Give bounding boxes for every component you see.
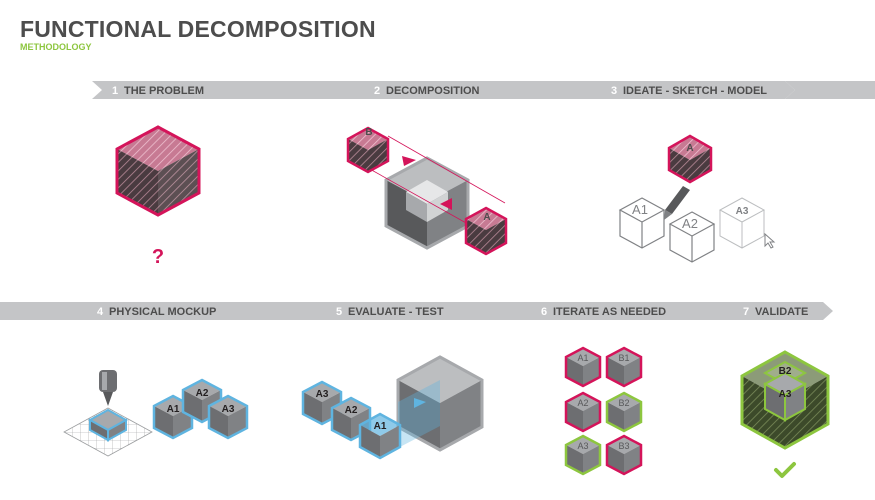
mockup-a1-label: A1: [167, 404, 180, 415]
step-5-number: 5: [336, 306, 342, 318]
step-1-number: 1: [112, 85, 118, 97]
evaluate-a2-label: A2: [345, 405, 358, 416]
iterate-block-b1: [605, 346, 643, 388]
iterate-block-b3: [605, 434, 643, 476]
iterate-a1-label: A1: [577, 353, 588, 363]
iterate-block-a2: [564, 391, 602, 433]
decomposition-cube-a: [464, 206, 508, 256]
validate-top-label: B2: [779, 366, 792, 377]
pencil-icon: [664, 186, 690, 220]
validated-cube: [740, 350, 830, 450]
step-7-label: VALIDATE: [755, 306, 808, 318]
step-6-number: 6: [541, 306, 547, 318]
iterate-b2-label: B2: [618, 398, 629, 408]
part-a-label: A: [483, 212, 490, 223]
evaluate-a1-label: A1: [374, 421, 387, 432]
iterate-a2-label: A2: [577, 398, 588, 408]
step-1-label: THE PROBLEM: [124, 85, 204, 97]
banner-row-2: [0, 302, 833, 320]
sketch-cube-a2: [668, 211, 716, 263]
banner-row-1: [92, 81, 875, 99]
step-4-number: 4: [97, 306, 104, 318]
printing-part: [87, 408, 129, 442]
iterate-block-b2: [605, 391, 643, 433]
model-label: A: [686, 143, 693, 154]
step-3-label: IDEATE - SKETCH - MODEL: [623, 85, 767, 97]
sketch-a3-label: A3: [736, 206, 749, 217]
iterate-block-a1: [564, 346, 602, 388]
evaluate-a3-label: A3: [316, 389, 329, 400]
question-mark: ?: [152, 246, 164, 268]
step-5-label: EVALUATE - TEST: [348, 306, 444, 318]
part-b-label: B: [365, 127, 372, 138]
mockup-a2-label: A2: [196, 388, 209, 399]
problem-cube: [115, 125, 201, 217]
sketch-a1-label: A1: [632, 202, 648, 217]
page-title: FUNCTIONAL DECOMPOSITION: [20, 16, 376, 42]
sketch-cube-a3: [718, 197, 766, 249]
decomposition-cube-b: [346, 126, 390, 174]
iterate-block-a3: [564, 434, 602, 476]
page-subtitle: METHODOLOGY: [20, 42, 92, 52]
decomposition-guides: [367, 135, 506, 234]
sketch-cube-a1: [618, 197, 666, 249]
step-3-number: 3: [611, 85, 617, 97]
validate-inner-label: A3: [779, 389, 792, 400]
step-2-number: 2: [374, 85, 380, 97]
sketch-a2-label: A2: [682, 216, 698, 231]
step-6-label: ITERATE AS NEEDED: [553, 306, 666, 318]
step-2-label: DECOMPOSITION: [386, 85, 480, 97]
iterate-b1-label: B1: [618, 353, 629, 363]
evaluate-big-cube: [396, 355, 484, 452]
iterate-a3-label: A3: [577, 441, 588, 451]
step-4-label: PHYSICAL MOCKUP: [109, 306, 216, 318]
printer-nozzle: [99, 370, 117, 406]
decomposition-big-cube: [384, 156, 470, 250]
mockup-a3-label: A3: [222, 404, 235, 415]
checkmark-icon: [774, 462, 796, 478]
evaluate-block-a1: [358, 412, 402, 460]
mockup-block-a3: [207, 394, 249, 440]
model-cube-a: [667, 134, 713, 184]
iterate-b3-label: B3: [618, 441, 629, 451]
cursor-icon: [764, 232, 776, 249]
step-7-number: 7: [743, 306, 749, 318]
